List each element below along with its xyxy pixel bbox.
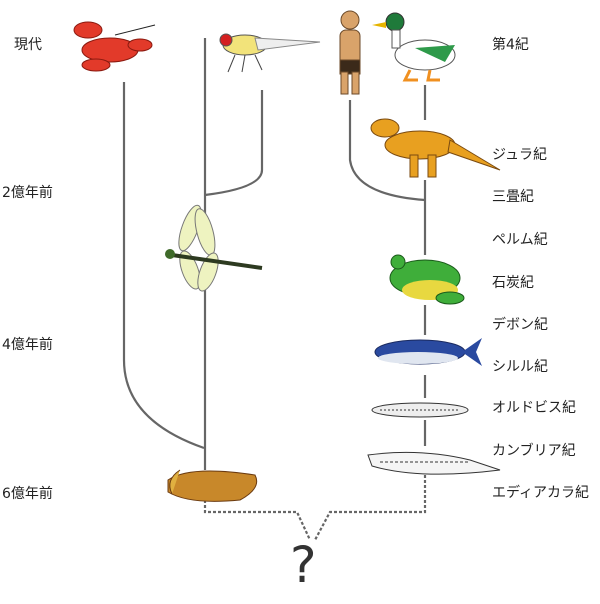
period-carboniferous: 石炭紀 [492, 275, 534, 291]
time-label-600mya: 6億年前 [2, 486, 53, 502]
period-jurassic: ジュラ紀 [492, 147, 548, 163]
period-triassic: 三畳紀 [492, 189, 534, 205]
frog-illustration [389, 254, 465, 305]
time-label-200mya: 2億年前 [2, 185, 53, 201]
dragonfly-illustration [165, 204, 263, 292]
period-devonian: デボン紀 [492, 317, 548, 333]
period-cambrian: カンブリア紀 [492, 443, 576, 459]
fruit-fly-illustration [219, 33, 321, 73]
time-label-400mya: 4億年前 [2, 337, 53, 353]
insect-join-branch [204, 90, 264, 197]
arthropod-lobster-branch [122, 82, 205, 450]
branch-lines [122, 38, 427, 470]
time-label-present: 現代 [14, 37, 42, 53]
spriggina-illustration [167, 469, 258, 502]
period-silurian: シルル紀 [492, 359, 548, 375]
period-permian: ペルム紀 [492, 232, 548, 248]
tyrannosaurus-illustration [370, 118, 501, 178]
common-ancestor-question-mark: ? [290, 536, 317, 594]
jawless-fish-illustration [371, 402, 469, 418]
early-human-illustration [339, 10, 361, 95]
lobster-illustration [73, 21, 156, 72]
period-ediacaran: エディアカラ紀 [492, 485, 590, 501]
duck-illustration [372, 12, 456, 82]
period-ordovician: オルドビス紀 [492, 400, 576, 416]
tuna-fish-illustration [374, 338, 482, 366]
period-quaternary: 第4紀 [492, 37, 529, 53]
pikaia-illustration [367, 451, 501, 475]
human-branch [348, 100, 426, 202]
